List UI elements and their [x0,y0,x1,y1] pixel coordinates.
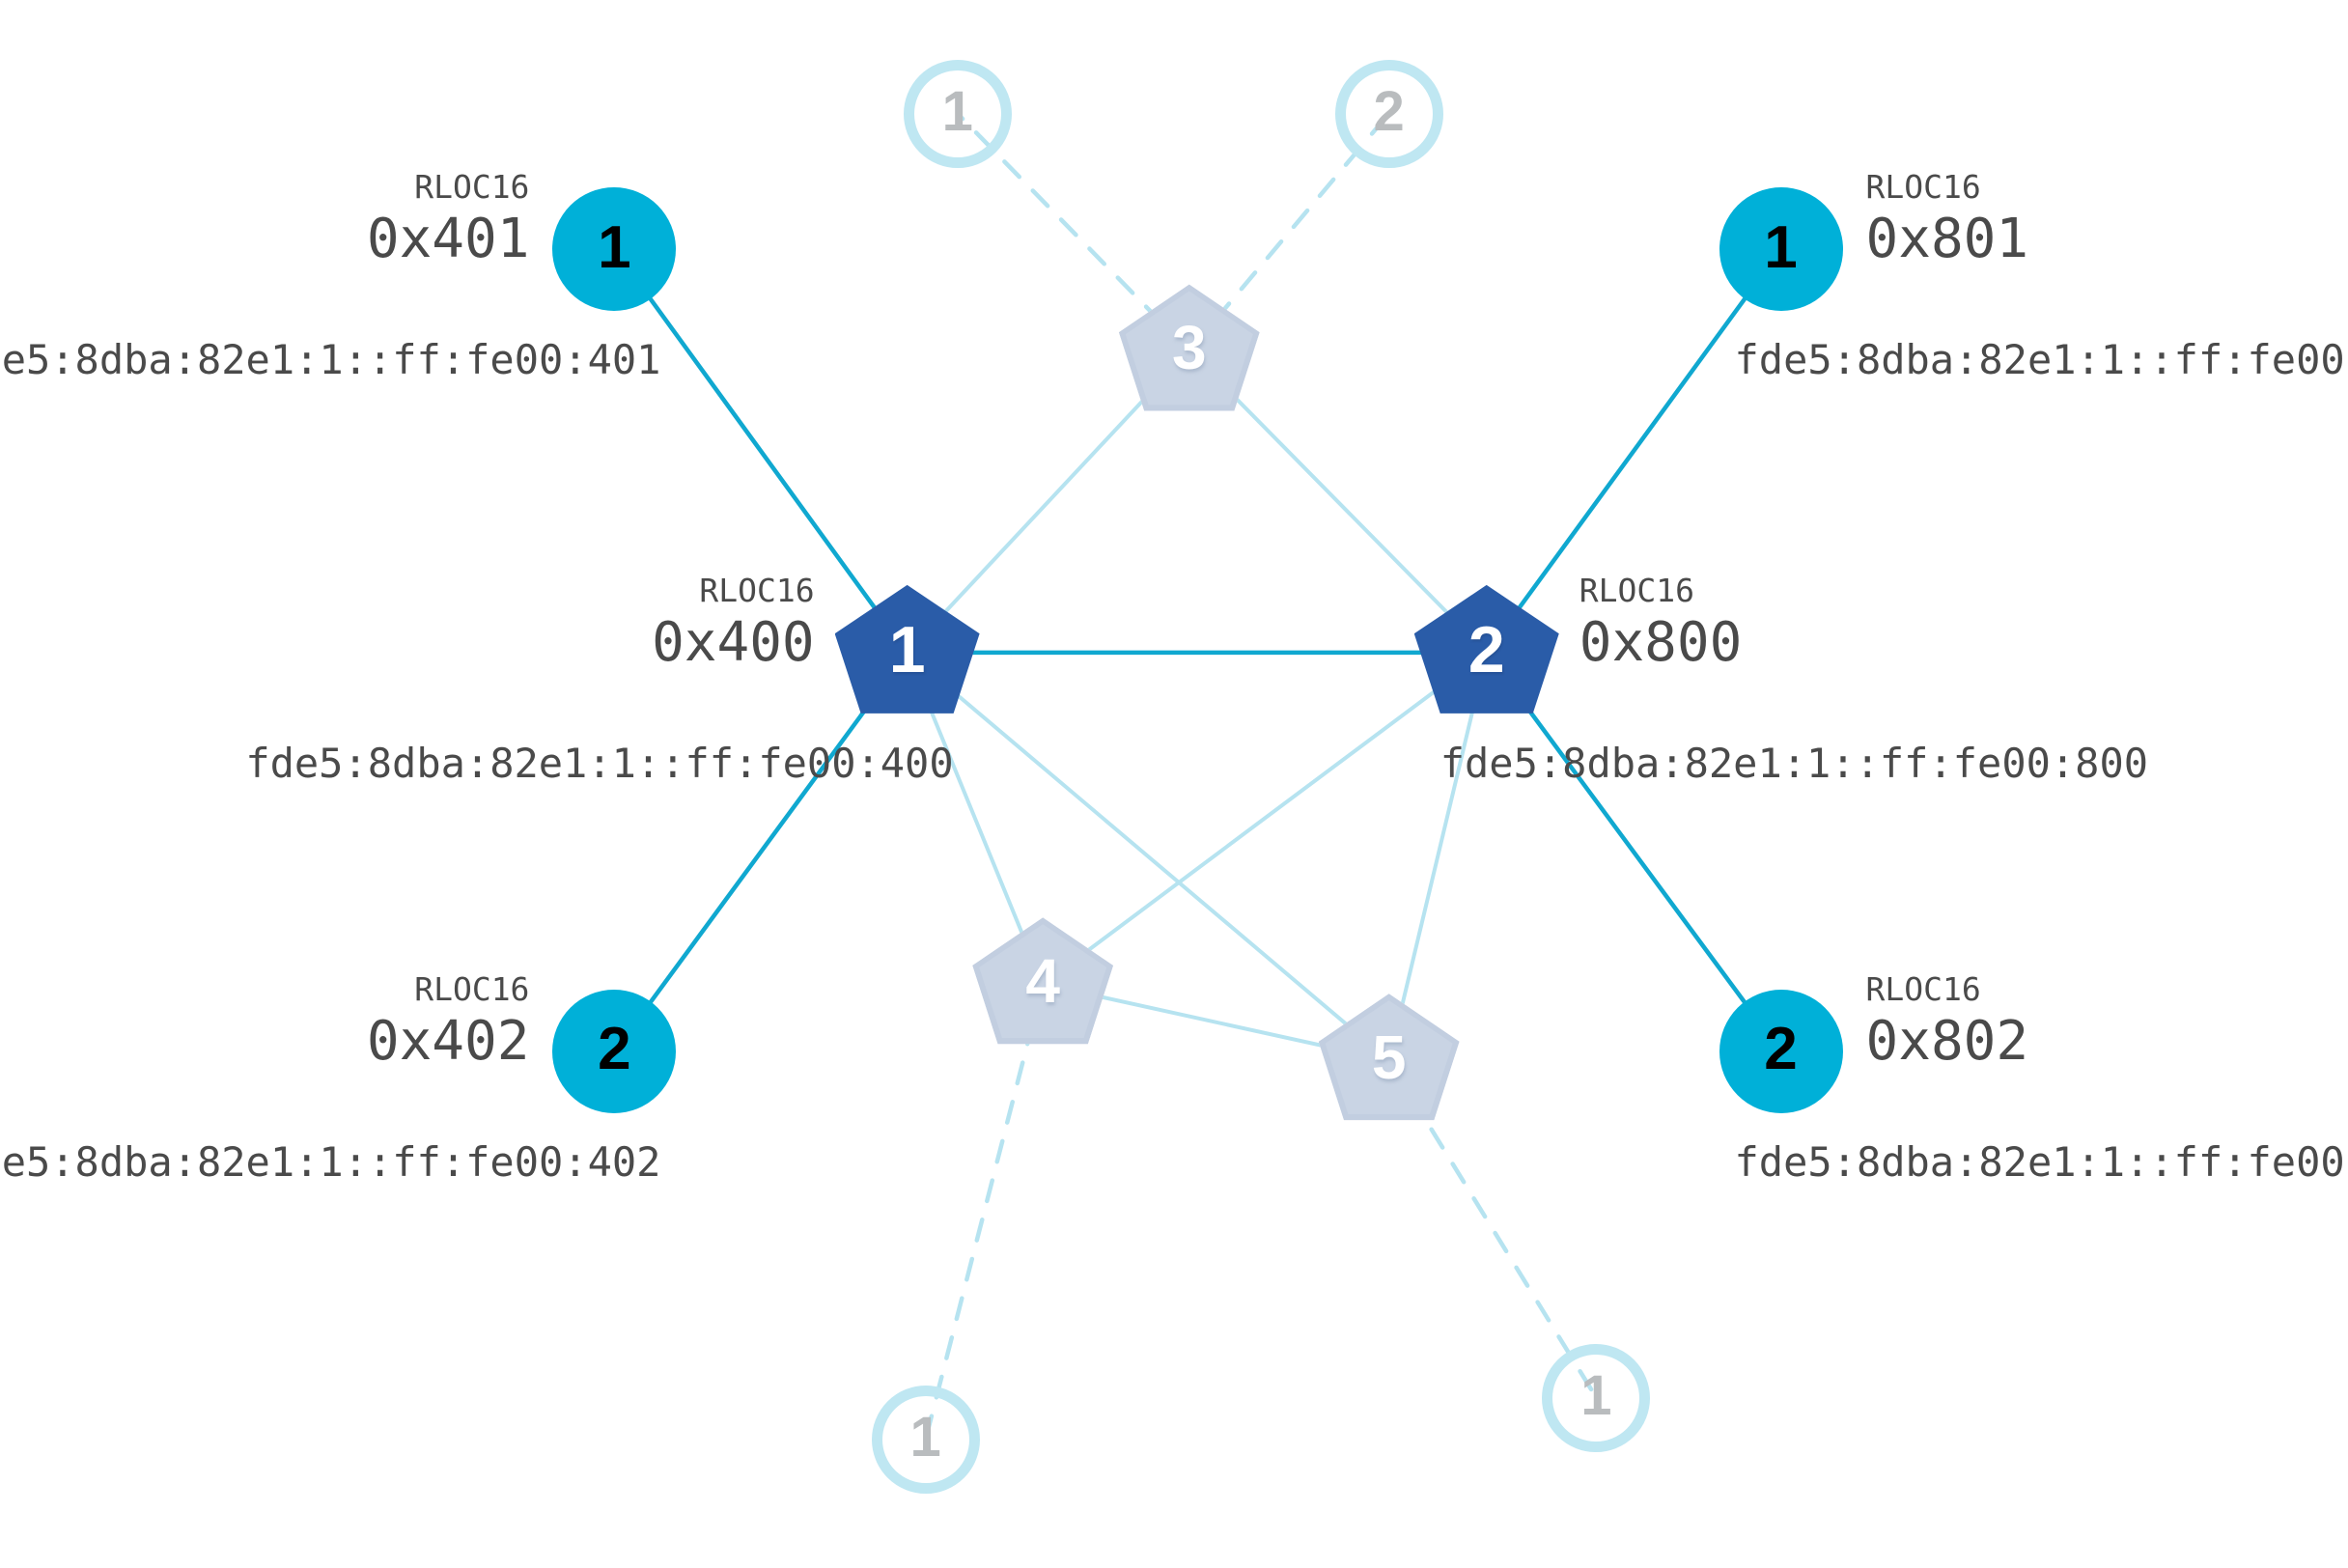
node-number: 1 [1764,213,1798,281]
node-0x802[interactable]: 2 [1719,989,1843,1113]
node-detached-1[interactable]: 1 [903,59,1012,168]
detached-circle[interactable]: 2 [1334,59,1443,168]
node-number: 1 [888,612,926,686]
node-number: 5 [1371,1022,1407,1093]
node-detached-1[interactable]: 1 [871,1385,980,1494]
ipv6-address-0x400: fde5:8dba:82e1:1::ff:fe00:400 [245,739,954,787]
ipv6-address-0x801: fde5:8dba:82e1:1::ff:fe00:801 [1734,336,2348,384]
link-r5-d4 [1386,1057,1599,1400]
link-n400-r5 [905,650,1391,1063]
link-n800-r4 [1041,650,1489,987]
rloc-value: 0x401 [366,208,530,271]
link-n800-r5 [1386,650,1489,1063]
ipv6-address-0x402: fde5:8dba:82e1:1::ff:fe00:402 [0,1137,661,1186]
rloc-value: 0x802 [1865,1009,2029,1073]
node-number: 1 [909,1406,941,1470]
leader-pentagon[interactable]: 1 [834,584,980,714]
node-number: 3 [1171,313,1207,383]
node-0x400[interactable]: 1 [834,584,980,720]
ipv6-address-0x401: fde5:8dba:82e1:1::ff:fe00:401 [0,336,661,384]
node-router-3[interactable]: 3 [1118,284,1260,417]
link-n401-n400 [612,247,909,656]
node-detached-1[interactable]: 1 [1542,1343,1651,1452]
detached-circle[interactable]: 1 [871,1385,980,1494]
link-n802-n800 [1484,650,1783,1054]
node-number: 2 [1764,1016,1798,1083]
rloc-tag: RLOC16 [1579,571,1694,609]
node-number: 2 [598,1016,631,1083]
rloc-tag: RLOC16 [414,168,530,207]
ipv6-address-0x802: fde5:8dba:82e1:1::ff:fe00:802 [1734,1137,2348,1186]
link-r3-n800 [1187,349,1489,655]
node-number: 1 [598,213,631,281]
router-pentagon[interactable]: 3 [1118,284,1260,411]
link-n402-n400 [612,650,909,1054]
router-pentagon[interactable]: 4 [972,917,1114,1045]
child-circle[interactable]: 1 [552,187,677,312]
node-number: 4 [1025,946,1060,1017]
node-number: 2 [1373,80,1405,144]
detached-circle[interactable]: 1 [903,59,1012,168]
rloc-tag: RLOC16 [699,571,815,609]
node-number: 2 [1468,612,1505,686]
rloc-value: 0x402 [366,1009,530,1073]
ipv6-address-0x800: fde5:8dba:82e1:1::ff:fe00:800 [1440,739,2149,787]
rloc-value: 0x400 [652,610,815,674]
router-pentagon[interactable]: 5 [1318,994,1460,1121]
node-0x402[interactable]: 2 [552,989,677,1113]
rloc-value: 0x801 [1865,208,2029,271]
node-0x801[interactable]: 1 [1719,187,1843,312]
rloc-tag: RLOC16 [1865,969,1981,1008]
child-circle[interactable]: 1 [1719,187,1843,312]
node-router-4[interactable]: 4 [972,917,1114,1050]
node-0x401[interactable]: 1 [552,187,677,312]
node-router-5[interactable]: 5 [1318,994,1460,1127]
detached-circle[interactable]: 1 [1542,1343,1651,1452]
leader-pentagon[interactable]: 2 [1413,584,1559,714]
node-number: 1 [1580,1364,1612,1428]
child-circle[interactable]: 2 [552,989,677,1113]
node-detached-2[interactable]: 2 [1334,59,1443,168]
rloc-tag: RLOC16 [414,969,530,1008]
child-circle[interactable]: 2 [1719,989,1843,1113]
rloc-value: 0x800 [1579,610,1743,674]
link-n801-n800 [1484,247,1783,656]
node-0x800[interactable]: 2 [1413,584,1559,720]
rloc-tag: RLOC16 [1865,168,1981,207]
node-number: 1 [941,80,973,144]
